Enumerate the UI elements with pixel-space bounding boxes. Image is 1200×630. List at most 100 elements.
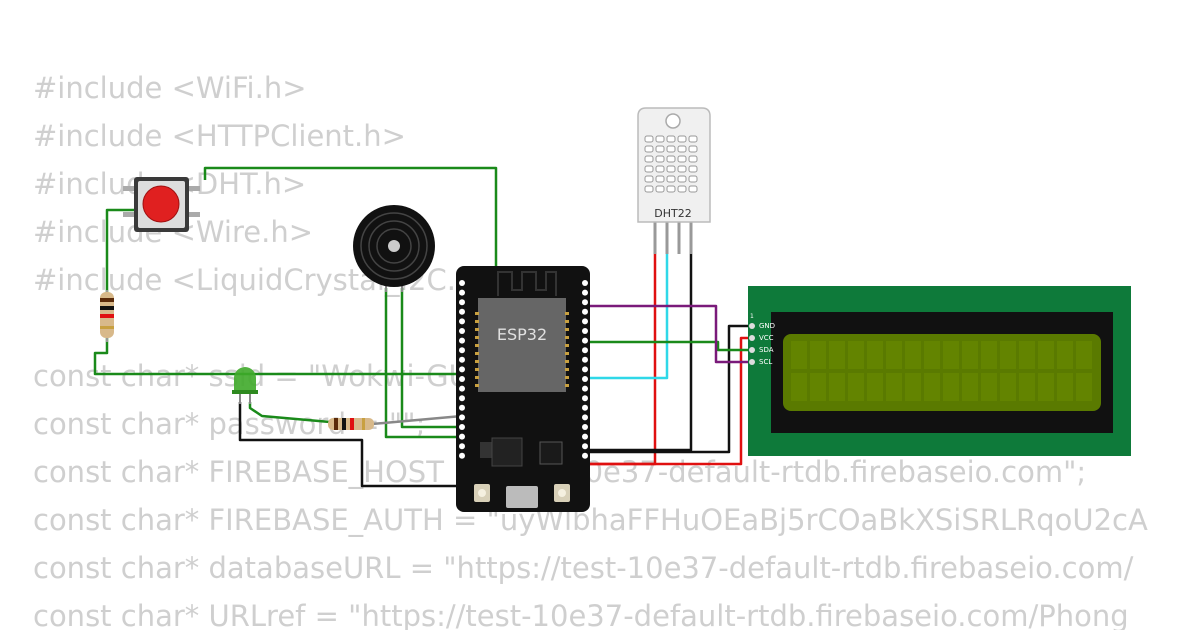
wire-lcd-sda[interactable] (585, 340, 750, 352)
dht22-vents (644, 135, 698, 193)
green-led[interactable] (232, 367, 258, 404)
lcd-pin[interactable] (749, 359, 755, 365)
esp32-pin[interactable] (459, 443, 465, 450)
lcd-pin[interactable] (749, 347, 755, 353)
dht22-vent (666, 165, 676, 173)
esp32-pin[interactable] (582, 424, 588, 430)
esp32-module-pads (475, 312, 569, 387)
esp32-pin[interactable] (582, 452, 588, 459)
esp32-pin[interactable] (459, 385, 465, 392)
wire-button-to-resistor[interactable] (105, 208, 134, 294)
esp32-pin[interactable] (459, 289, 465, 296)
buzzer-ring (376, 228, 412, 264)
wire-resistor-to-esp32-led[interactable] (371, 414, 463, 426)
esp32-pin[interactable] (459, 452, 465, 459)
dht22-vent (666, 135, 676, 143)
lcd-display[interactable]: 1 GND VCC SDA SCL (748, 286, 1131, 456)
lcd-cell (791, 341, 807, 369)
module-pad (565, 336, 569, 339)
lcd-cell (829, 341, 845, 369)
lcd-cell (1076, 373, 1092, 401)
wire-lcd-vcc[interactable] (585, 336, 750, 466)
esp32-pin[interactable] (459, 337, 465, 344)
esp32-pin[interactable] (459, 433, 465, 440)
esp32-pin[interactable] (582, 308, 588, 315)
esp32-pin[interactable] (582, 376, 588, 382)
esp32-pin[interactable] (582, 347, 588, 354)
lcd-cell (886, 341, 902, 369)
button-leg (188, 186, 200, 191)
module-pad (475, 344, 479, 347)
esp32-pin[interactable] (582, 433, 588, 440)
dht22-vent (677, 165, 687, 173)
esp32-pin[interactable] (459, 318, 465, 325)
wire-resistor-to-esp32[interactable] (93, 338, 462, 376)
wire-led-to-resistor[interactable] (248, 402, 331, 424)
button-cap[interactable] (142, 185, 180, 223)
wire-led-gnd[interactable] (238, 402, 464, 488)
esp32-pin[interactable] (582, 280, 588, 286)
esp32-pin[interactable] (582, 299, 588, 306)
push-button[interactable] (123, 177, 200, 232)
lcd-pin[interactable] (749, 335, 755, 341)
esp32-pin[interactable] (459, 366, 465, 373)
esp32-pin[interactable] (459, 280, 465, 286)
lcd-cell (791, 373, 807, 401)
wire-lcd-gnd[interactable] (585, 324, 750, 454)
lcd-pin[interactable] (749, 323, 755, 329)
buzzer[interactable] (353, 205, 435, 292)
wire-dht22-vcc[interactable] (585, 250, 657, 466)
wire-buzzer-gnd[interactable] (400, 288, 462, 429)
esp32-pin[interactable] (582, 356, 588, 363)
esp32-pin[interactable] (582, 395, 588, 402)
esp32-pin[interactable] (582, 337, 588, 344)
module-pad (565, 312, 569, 315)
esp32-board[interactable]: ESP32 (456, 266, 590, 512)
esp32-pin[interactable] (459, 424, 465, 430)
dht22-vent (666, 175, 676, 183)
esp32-usb-port (506, 486, 538, 508)
esp32-pin[interactable] (582, 289, 588, 296)
pull-resistor[interactable] (100, 290, 114, 342)
dht22-sensor[interactable]: DHT22 (637, 107, 711, 254)
wire-buzzer-to-esp32[interactable] (384, 288, 462, 439)
esp32-right-header (582, 280, 588, 459)
lcd-cell (962, 373, 978, 401)
wire-dht22-data[interactable] (585, 250, 669, 380)
esp32-pin[interactable] (459, 308, 465, 315)
lcd-cell (1000, 341, 1016, 369)
esp32-pin[interactable] (459, 376, 465, 382)
code-line: const char* FIREBASE_AUTH = "uyWlbhaFFHu… (33, 503, 1148, 537)
esp32-pin[interactable] (459, 356, 465, 363)
esp32-pin[interactable] (582, 414, 588, 421)
resistor-band (362, 418, 365, 430)
dht22-vent (655, 185, 665, 193)
esp32-pin[interactable] (582, 328, 588, 334)
resistor-band (350, 418, 354, 430)
esp32-pin[interactable] (459, 299, 465, 306)
led-resistor[interactable] (328, 418, 374, 430)
wire-lcd-scl[interactable] (585, 304, 750, 364)
esp32-pin[interactable] (582, 318, 588, 325)
esp32-pin[interactable] (582, 366, 588, 373)
dht22-vent (644, 165, 654, 173)
esp32-pin[interactable] (459, 347, 465, 354)
esp32-pin[interactable] (582, 404, 588, 411)
esp32-label: ESP32 (497, 325, 547, 344)
lcd-cell (924, 373, 940, 401)
module-pad (565, 360, 569, 363)
lcd-cell (1038, 341, 1054, 369)
esp32-pin[interactable] (582, 443, 588, 450)
esp32-pin[interactable] (459, 395, 465, 402)
esp32-pin[interactable] (459, 404, 465, 411)
dht22-vent (666, 155, 676, 163)
lcd-cell (981, 341, 997, 369)
buzzer-center (388, 240, 400, 252)
dht22-vent (666, 185, 676, 193)
esp32-pin[interactable] (459, 414, 465, 421)
resistor-band (342, 418, 346, 430)
esp32-pin[interactable] (582, 385, 588, 392)
esp32-pin[interactable] (459, 328, 465, 334)
lcd-pin-label-gnd: GND (759, 322, 775, 330)
